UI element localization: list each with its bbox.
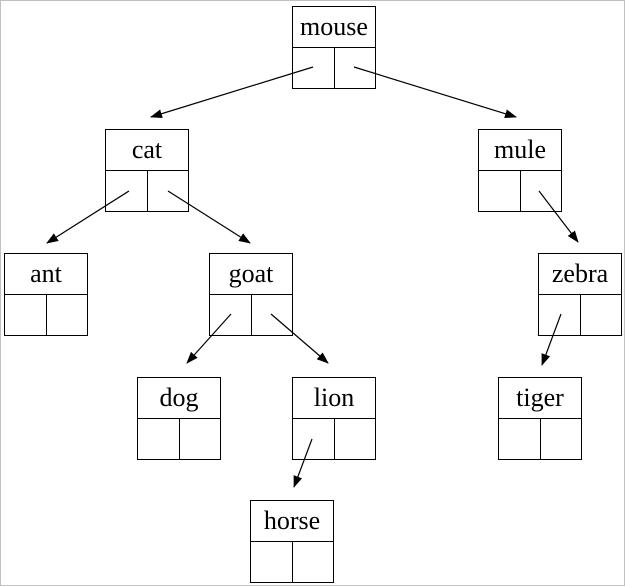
tree-node-lion: lion (292, 377, 376, 460)
tree-node-cat: cat (105, 129, 189, 212)
right-pointer-cell (335, 419, 376, 459)
pointer-cells (539, 295, 621, 335)
right-pointer-cell (180, 419, 221, 459)
left-pointer-cell (138, 419, 180, 459)
left-pointer-cell (479, 171, 521, 211)
node-label: tiger (499, 378, 581, 419)
right-pointer-cell (521, 171, 562, 211)
right-pointer-cell (47, 295, 88, 335)
tree-node-tiger: tiger (498, 377, 582, 460)
tree-node-ant: ant (4, 253, 88, 336)
pointer-cells (499, 419, 581, 459)
right-pointer-cell (581, 295, 622, 335)
pointer-cells (251, 542, 333, 582)
left-pointer-cell (251, 542, 293, 582)
node-label: zebra (539, 254, 621, 295)
pointer-cells (293, 48, 375, 88)
right-pointer-cell (148, 171, 189, 211)
node-label: goat (210, 254, 292, 295)
node-label: mule (479, 130, 561, 171)
left-pointer-cell (5, 295, 47, 335)
tree-node-goat: goat (209, 253, 293, 336)
right-pointer-cell (252, 295, 293, 335)
pointer-cells (210, 295, 292, 335)
left-pointer-cell (106, 171, 148, 211)
node-label: dog (138, 378, 220, 419)
tree-node-dog: dog (137, 377, 221, 460)
left-pointer-cell (210, 295, 252, 335)
left-pointer-cell (539, 295, 581, 335)
left-pointer-cell (499, 419, 541, 459)
left-pointer-cell (293, 48, 335, 88)
node-label: cat (106, 130, 188, 171)
tree-node-horse: horse (250, 500, 334, 583)
pointer-cells (5, 295, 87, 335)
pointer-cells (479, 171, 561, 211)
node-label: horse (251, 501, 333, 542)
node-label: mouse (293, 7, 375, 48)
left-pointer-cell (293, 419, 335, 459)
right-pointer-cell (541, 419, 582, 459)
right-pointer-cell (335, 48, 376, 88)
tree-node-mule: mule (478, 129, 562, 212)
node-label: lion (293, 378, 375, 419)
tree-node-zebra: zebra (538, 253, 622, 336)
pointer-cells (138, 419, 220, 459)
node-label: ant (5, 254, 87, 295)
pointer-cells (293, 419, 375, 459)
tree-node-mouse: mouse (292, 6, 376, 89)
right-pointer-cell (293, 542, 334, 582)
pointer-cells (106, 171, 188, 211)
